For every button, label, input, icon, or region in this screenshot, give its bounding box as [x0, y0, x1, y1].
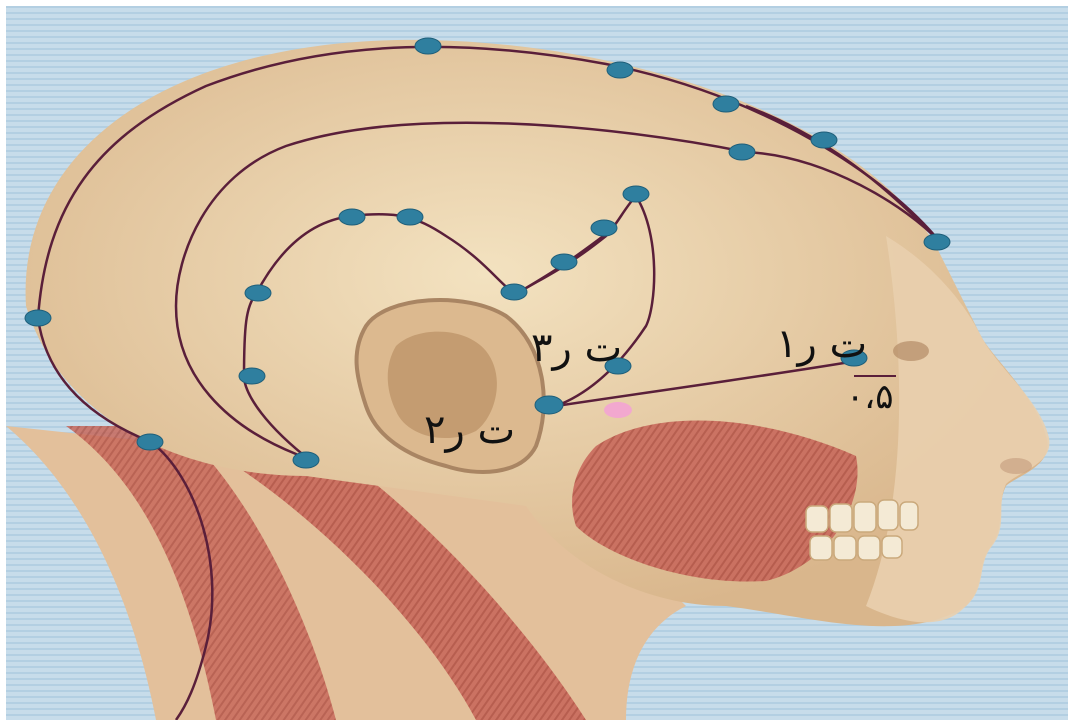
acupoint: [713, 96, 739, 112]
acupoint: [293, 452, 319, 468]
acupoint: [535, 396, 563, 414]
measure-label: ۰،۵: [846, 380, 894, 414]
acupoint: [623, 186, 649, 202]
illustration-frame: ت ر۱ ت ر۲ ت ر۳ ۰،۵: [6, 6, 1068, 720]
acupoint: [245, 285, 271, 301]
nostril: [1000, 458, 1032, 474]
acupoint: [501, 284, 527, 300]
point-label-1: ت ر۱: [776, 324, 867, 364]
acupoint: [137, 434, 163, 450]
point-label-2: ت ر۲: [424, 410, 515, 450]
highlight-acupoint: [604, 402, 632, 418]
acupoint: [729, 144, 755, 160]
acupoint: [415, 38, 441, 54]
point-label-3: ت ر۳: [531, 328, 622, 368]
acupoint: [339, 209, 365, 225]
acupoint: [811, 132, 837, 148]
acupoint: [607, 62, 633, 78]
acupoint: [924, 234, 950, 250]
eye: [893, 341, 929, 361]
acupoint: [239, 368, 265, 384]
acupoint: [25, 310, 51, 326]
acupoint: [591, 220, 617, 236]
acupoint: [397, 209, 423, 225]
acupoint: [551, 254, 577, 270]
